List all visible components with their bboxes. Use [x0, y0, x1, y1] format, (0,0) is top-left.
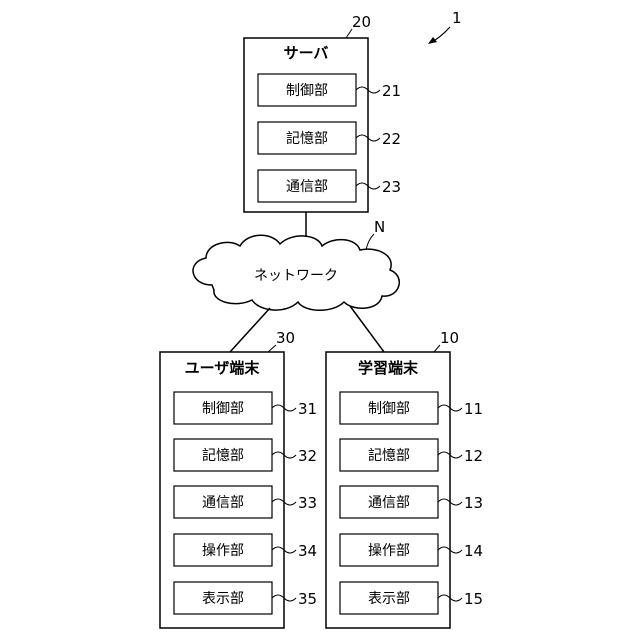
server-storage-unit-ref: 22	[382, 130, 401, 148]
user-terminal-ref-leader	[268, 345, 276, 352]
learning-control-unit-label: 制御部	[368, 401, 410, 417]
user-comm-unit-label: 通信部	[202, 495, 244, 511]
learning-storage-unit-ref: 12	[464, 447, 483, 465]
learning-terminal-ref-leader	[434, 345, 440, 352]
learning-comm-unit-label: 通信部	[368, 495, 410, 511]
learning-operation-unit-label: 操作部	[368, 543, 410, 559]
network-ref-leader	[366, 234, 374, 250]
server-title: サーバ	[284, 44, 329, 62]
network-ref: N	[374, 218, 385, 236]
user-control-unit-label: 制御部	[202, 401, 244, 417]
user-terminal-ref: 30	[276, 329, 295, 347]
learning-operation-unit-ref: 14	[464, 542, 483, 560]
learning-display-unit-ref: 15	[464, 590, 483, 608]
learning-terminal-title: 学習端末	[358, 359, 419, 377]
server-block: サーバ 20 制御部 21 記憶部 22 通信部 23	[244, 13, 401, 212]
network-label: ネットワーク	[254, 268, 338, 284]
server-control-unit-label: 制御部	[286, 83, 328, 99]
system-ref-label: 1	[452, 9, 462, 27]
server-ref: 20	[352, 13, 371, 31]
user-display-unit-ref: 35	[298, 590, 317, 608]
server-comm-unit-label: 通信部	[286, 179, 328, 195]
learning-terminal-ref: 10	[440, 329, 459, 347]
server-storage-unit-label: 記憶部	[286, 130, 328, 147]
learning-control-unit-ref: 11	[464, 400, 483, 418]
learning-comm-unit-ref: 13	[464, 494, 483, 512]
user-terminal-title: ユーザ端末	[185, 359, 261, 377]
learning-display-unit-label: 表示部	[368, 591, 410, 607]
network-user-terminal-link	[230, 308, 270, 352]
user-comm-unit-ref: 33	[298, 494, 317, 512]
user-operation-unit-ref: 34	[298, 542, 317, 560]
system-ref-arrowhead	[428, 37, 437, 44]
learning-storage-unit-label: 記憶部	[368, 447, 410, 464]
user-storage-unit-label: 記憶部	[202, 447, 244, 464]
server-ref-leader	[346, 29, 352, 38]
learning-terminal-block: 学習端末 10 制御部 11 記憶部 12 通信部 13 操作部 14 表示部 …	[326, 329, 483, 628]
user-storage-unit-ref: 32	[298, 447, 317, 465]
user-operation-unit-label: 操作部	[202, 543, 244, 559]
user-terminal-block: ユーザ端末 30 制御部 31 記憶部 32 通信部 33 操作部 34 表示部…	[160, 329, 317, 628]
network-learning-terminal-link	[350, 306, 384, 352]
server-control-unit-ref: 21	[382, 82, 401, 100]
user-display-unit-label: 表示部	[202, 591, 244, 607]
network-cloud-block: ネットワーク N	[193, 218, 399, 310]
server-comm-unit-ref: 23	[382, 178, 401, 196]
user-control-unit-ref: 31	[298, 400, 317, 418]
